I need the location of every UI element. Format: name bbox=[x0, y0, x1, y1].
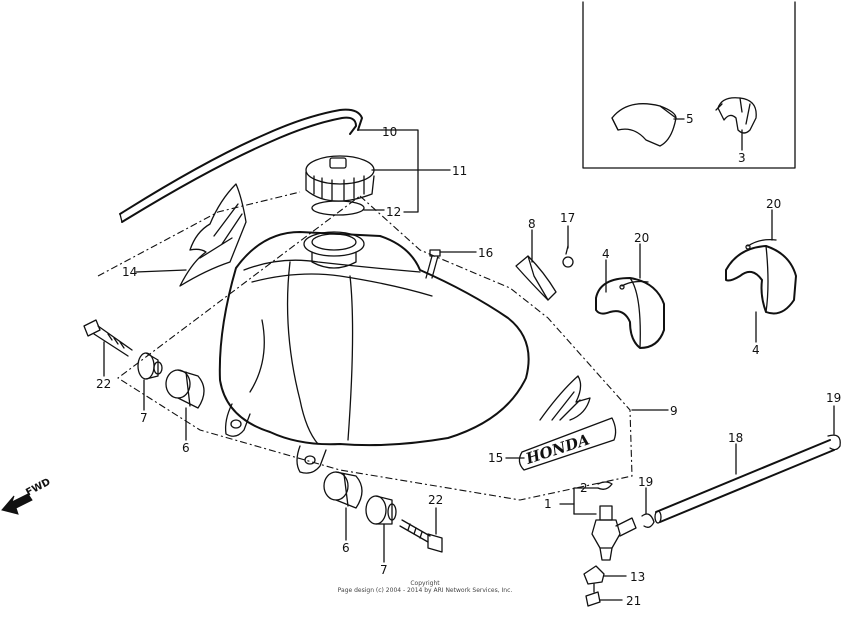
part-10-breather-tube bbox=[119, 108, 363, 223]
callout-3: 3 bbox=[738, 151, 746, 165]
part-20-clip-a bbox=[619, 280, 649, 290]
callout-14: 14 bbox=[122, 265, 137, 279]
honda-badge-text: HONDA bbox=[523, 430, 592, 468]
part-18-fuel-tube bbox=[654, 439, 835, 524]
callout-19-right: 19 bbox=[826, 391, 841, 405]
part-22-bolt-left bbox=[83, 319, 133, 357]
callout-22-bottom: 22 bbox=[428, 493, 443, 507]
callout-4-right: 4 bbox=[752, 343, 760, 357]
part-13-washer bbox=[583, 565, 605, 585]
copyright-line-1: Copyright bbox=[410, 580, 440, 587]
callout-20-center: 20 bbox=[634, 231, 649, 245]
part-7-collar-bottom bbox=[365, 495, 397, 525]
part-3-clip bbox=[715, 97, 757, 134]
part-4-cushion-a bbox=[595, 277, 665, 349]
callout-5: 5 bbox=[686, 112, 694, 126]
part-16-bolt bbox=[425, 249, 441, 279]
part-5-cushion bbox=[611, 103, 677, 147]
part-11-fuel-cap bbox=[305, 155, 375, 216]
part-8-bracket bbox=[515, 255, 557, 301]
callout-8: 8 bbox=[528, 217, 536, 231]
fwd-arrow: FWD bbox=[1, 477, 53, 515]
callout-20-right: 20 bbox=[766, 197, 781, 211]
callout-21: 21 bbox=[626, 594, 641, 608]
part-6-grommet-bottom bbox=[323, 471, 363, 509]
callout-7-bottom: 7 bbox=[380, 563, 388, 577]
copyright-line-2: Page design (c) 2004 - 2014 by ARI Netwo… bbox=[337, 587, 513, 594]
callout-1: 1 bbox=[544, 497, 552, 511]
callout-9: 9 bbox=[670, 404, 678, 418]
part-9-fuel-tank bbox=[218, 231, 530, 474]
leader-lines bbox=[103, 118, 835, 601]
callout-16-top: 16 bbox=[478, 246, 493, 260]
part-19-clamp-right bbox=[827, 434, 841, 451]
part-17-screw bbox=[562, 245, 574, 268]
callout-4-center: 4 bbox=[602, 247, 610, 261]
callout-17: 17 bbox=[560, 211, 575, 225]
callout-13: 13 bbox=[630, 570, 645, 584]
callout-10: 10 bbox=[382, 125, 397, 139]
callout-11: 11 bbox=[452, 164, 467, 178]
callout-7-left: 7 bbox=[140, 411, 148, 425]
part-20-clip-b bbox=[745, 238, 777, 250]
part-21-screw bbox=[585, 583, 601, 607]
callout-19-left: 19 bbox=[638, 475, 653, 489]
part-9-group-outline bbox=[97, 191, 633, 501]
callout-18: 18 bbox=[728, 431, 743, 445]
inset-box bbox=[582, 1, 796, 169]
part-4-cushion-b bbox=[725, 245, 797, 315]
part-15-honda-emblem: HONDA bbox=[518, 375, 617, 471]
part-6-grommet-left bbox=[165, 369, 205, 409]
part-7-collar-left bbox=[137, 352, 163, 380]
callout-22-left: 22 bbox=[96, 377, 111, 391]
part-22-bolt-bottom bbox=[399, 519, 443, 553]
fwd-label: FWD bbox=[24, 477, 52, 499]
part-14-wing-emblem bbox=[179, 183, 247, 287]
part-1-fuel-valve bbox=[591, 481, 637, 561]
copyright-footer: Copyright Page design (c) 2004 - 2014 by… bbox=[0, 580, 850, 594]
callout-labels: 5 3 10 11 12 16 14 8 17 4 20 20 4 9 22 7… bbox=[96, 112, 841, 608]
callout-6-left: 6 bbox=[182, 441, 190, 455]
callout-2: 2 bbox=[580, 481, 588, 495]
part-19-clamp-left bbox=[641, 513, 655, 528]
callout-15: 15 bbox=[488, 451, 503, 465]
callout-12: 12 bbox=[386, 205, 401, 219]
callout-6-bottom: 6 bbox=[342, 541, 350, 555]
